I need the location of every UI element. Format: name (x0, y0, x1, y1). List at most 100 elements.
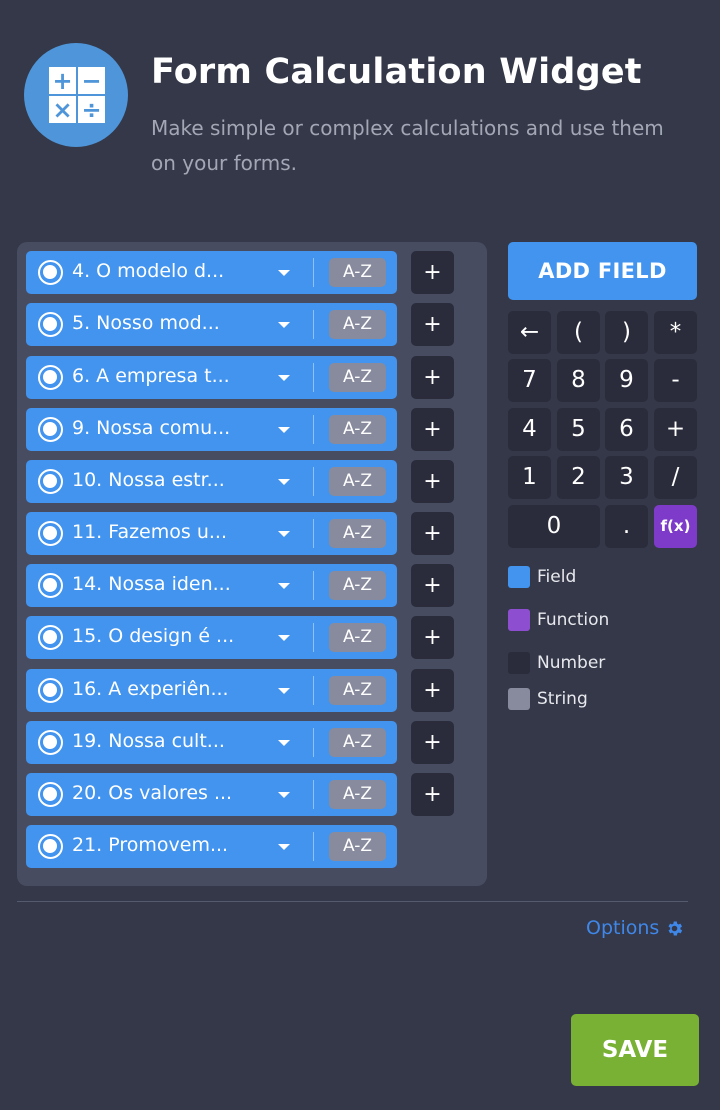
key-8[interactable]: 8 (557, 359, 600, 402)
add-field-plus-button[interactable]: + (411, 616, 454, 659)
string-type-badge[interactable]: A-Z (329, 571, 386, 600)
add-field-plus-button[interactable]: + (411, 408, 454, 451)
field-selector[interactable]: 19. Nossa cult... A-Z (26, 721, 397, 764)
divider (313, 310, 314, 339)
key-4[interactable]: 4 (508, 408, 551, 451)
field-color-swatch (508, 566, 530, 588)
radio-icon[interactable] (38, 678, 63, 703)
field-selector[interactable]: 4. O modelo d... A-Z (26, 251, 397, 294)
string-type-badge[interactable]: A-Z (329, 467, 386, 496)
string-type-badge[interactable]: A-Z (329, 258, 386, 287)
key-3[interactable]: 3 (605, 456, 648, 499)
radio-icon[interactable] (38, 625, 63, 650)
caret-down-icon[interactable] (278, 844, 290, 850)
divider (313, 519, 314, 548)
key-5[interactable]: 5 (557, 408, 600, 451)
field-selector[interactable]: 10. Nossa estr... A-Z (26, 460, 397, 503)
caret-down-icon[interactable] (278, 688, 290, 694)
divider (313, 676, 314, 705)
divider (313, 728, 314, 757)
field-selector[interactable]: 21. Promovem... A-Z (26, 825, 397, 868)
backspace-key[interactable]: ← (508, 311, 551, 354)
decimal-key[interactable]: . (605, 505, 648, 548)
radio-icon[interactable] (38, 834, 63, 859)
caret-down-icon[interactable] (278, 427, 290, 433)
legend-label: Function (537, 610, 610, 630)
radio-icon[interactable] (38, 312, 63, 337)
function-key[interactable]: f(x) (654, 505, 697, 548)
plus-key[interactable]: + (654, 408, 697, 451)
add-field-plus-button[interactable]: + (411, 721, 454, 764)
string-type-badge[interactable]: A-Z (329, 728, 386, 757)
caret-down-icon[interactable] (278, 635, 290, 641)
field-selector[interactable]: 15. O design é ... A-Z (26, 616, 397, 659)
add-field-plus-button[interactable]: + (411, 773, 454, 816)
field-selector[interactable]: 16. A experiên... A-Z (26, 669, 397, 712)
divider (313, 571, 314, 600)
radio-icon[interactable] (38, 730, 63, 755)
divider (313, 415, 314, 444)
key-6[interactable]: 6 (605, 408, 648, 451)
string-type-badge[interactable]: A-Z (329, 832, 386, 861)
caret-down-icon[interactable] (278, 322, 290, 328)
field-label: 4. O modelo d... (72, 260, 225, 282)
field-selector[interactable]: 14. Nossa iden... A-Z (26, 564, 397, 607)
add-field-plus-button[interactable]: + (411, 564, 454, 607)
field-selector[interactable]: 9. Nossa comu... A-Z (26, 408, 397, 451)
fields-panel: 4. O modelo d... A-Z + 5. Nosso mod... A… (17, 242, 487, 886)
field-selector[interactable]: 20. Os valores ... A-Z (26, 773, 397, 816)
field-row: 19. Nossa cult... A-Z + (26, 721, 454, 764)
field-selector[interactable]: 11. Fazemos u... A-Z (26, 512, 397, 555)
divider (313, 623, 314, 652)
multiply-key[interactable]: * (654, 311, 697, 354)
string-type-badge[interactable]: A-Z (329, 363, 386, 392)
field-row: 20. Os valores ... A-Z + (26, 773, 454, 816)
add-field-plus-button[interactable]: + (411, 460, 454, 503)
caret-down-icon[interactable] (278, 375, 290, 381)
caret-down-icon[interactable] (278, 479, 290, 485)
field-label: 6. A empresa t... (72, 365, 230, 387)
string-color-swatch (508, 688, 530, 710)
minus-key[interactable]: - (654, 359, 697, 402)
string-type-badge[interactable]: A-Z (329, 415, 386, 444)
add-field-plus-button[interactable]: + (411, 251, 454, 294)
key-1[interactable]: 1 (508, 456, 551, 499)
page-title: Form Calculation Widget (151, 52, 642, 92)
add-field-button[interactable]: ADD FIELD (508, 242, 697, 300)
close-paren-key[interactable]: ) (605, 311, 648, 354)
field-row: 14. Nossa iden... A-Z + (26, 564, 454, 607)
radio-icon[interactable] (38, 521, 63, 546)
radio-icon[interactable] (38, 365, 63, 390)
options-link[interactable]: Options (586, 917, 684, 939)
string-type-badge[interactable]: A-Z (329, 780, 386, 809)
caret-down-icon[interactable] (278, 270, 290, 276)
radio-icon[interactable] (38, 260, 63, 285)
caret-down-icon[interactable] (278, 531, 290, 537)
string-type-badge[interactable]: A-Z (329, 519, 386, 548)
field-row: 4. O modelo d... A-Z + (26, 251, 454, 294)
divide-key[interactable]: / (654, 456, 697, 499)
open-paren-key[interactable]: ( (557, 311, 600, 354)
caret-down-icon[interactable] (278, 583, 290, 589)
key-7[interactable]: 7 (508, 359, 551, 402)
add-field-plus-button[interactable]: + (411, 356, 454, 399)
radio-icon[interactable] (38, 573, 63, 598)
field-selector[interactable]: 5. Nosso mod... A-Z (26, 303, 397, 346)
radio-icon[interactable] (38, 782, 63, 807)
add-field-plus-button[interactable]: + (411, 303, 454, 346)
key-9[interactable]: 9 (605, 359, 648, 402)
caret-down-icon[interactable] (278, 792, 290, 798)
string-type-badge[interactable]: A-Z (329, 310, 386, 339)
caret-down-icon[interactable] (278, 740, 290, 746)
field-label: 10. Nossa estr... (72, 469, 225, 491)
radio-icon[interactable] (38, 469, 63, 494)
string-type-badge[interactable]: A-Z (329, 623, 386, 652)
radio-icon[interactable] (38, 417, 63, 442)
add-field-plus-button[interactable]: + (411, 512, 454, 555)
string-type-badge[interactable]: A-Z (329, 676, 386, 705)
key-2[interactable]: 2 (557, 456, 600, 499)
key-0[interactable]: 0 (508, 505, 600, 548)
save-button[interactable]: SAVE (571, 1014, 699, 1086)
add-field-plus-button[interactable]: + (411, 669, 454, 712)
field-selector[interactable]: 6. A empresa t... A-Z (26, 356, 397, 399)
